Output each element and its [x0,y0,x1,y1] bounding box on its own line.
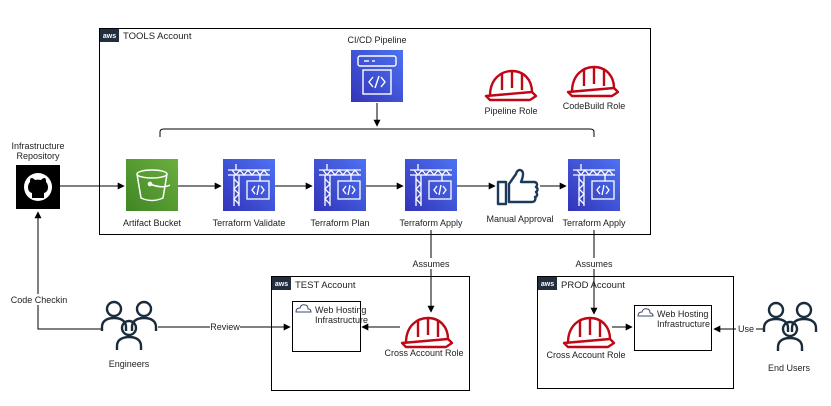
test-cross-account-role-node: Cross Account Role [384,316,464,358]
github-icon [16,165,60,209]
prod-account-frame: aws PROD Account [537,276,734,389]
thumbs-up-icon [496,168,539,206]
prod-web-hosting-line1: Web Hosting [657,309,708,319]
use-edge: Use [713,324,763,334]
cicd-pipeline-node: CI/CD Pipeline [347,35,407,102]
repository-label-line2: Repository [16,151,60,161]
test-account-frame: aws TEST Account [271,276,470,391]
helmet-icon [562,316,616,349]
aws-logo-icon: aws [538,277,557,290]
assumes-test-label: Assumes [412,259,450,269]
review-edge: Review [158,322,291,332]
helmet-icon [484,69,538,102]
terraform-validate-label: Terraform Validate [213,218,286,228]
use-label: Use [738,324,754,334]
repository-node: Infrastructure Repository [11,141,65,209]
terraform-crane-icon [313,158,367,212]
tools-account-title: TOOLS Account [123,31,192,42]
code-checkin-label: Code Checkin [11,295,68,305]
terraform-apply-prod-label: Terraform Apply [562,218,626,228]
prod-account-title: PROD Account [561,280,625,291]
cloud-icon [295,304,312,313]
svg-text:aws: aws [275,281,288,288]
terraform-plan-label: Terraform Plan [310,218,369,228]
prod-cross-account-role-label: Cross Account Role [546,350,625,360]
codebuild-role-node: CodeBuild Role [563,65,626,111]
assumes-prod-label: Assumes [575,259,613,269]
helmet-icon [566,65,620,98]
test-cross-account-role-label: Cross Account Role [384,348,463,358]
test-account-title: TEST Account [295,280,356,291]
s3-bucket-icon [126,159,178,211]
pipeline-brace [159,103,595,137]
tools-account-frame: aws TOOLS Account [99,28,651,235]
review-label: Review [210,322,240,332]
terraform-apply-prod-node: Terraform Apply [562,158,626,228]
prod-web-hosting-line2: Infrastructure [657,319,710,329]
users-group-icon [762,301,818,353]
terraform-crane-icon [404,158,458,212]
assumes-test-edge: Assumes [411,230,451,313]
prod-web-hosting-node: Web Hosting Infrastructure [634,305,712,351]
cloud-icon [637,308,654,317]
terraform-plan-node: Terraform Plan [310,158,370,228]
prod-cross-account-role-node: Cross Account Role [546,316,626,360]
terraform-crane-icon [222,158,276,212]
codepipeline-icon [351,50,403,102]
aws-logo-icon: aws [272,277,291,290]
end-users-label: End Users [768,363,811,373]
users-group-icon [100,300,158,352]
pipeline-role-label: Pipeline Role [484,106,537,116]
repository-label-line1: Infrastructure [11,141,64,151]
terraform-apply-test-node: Terraform Apply [399,158,463,228]
cicd-pipeline-label: CI/CD Pipeline [347,35,406,45]
codebuild-role-label: CodeBuild Role [563,101,626,111]
aws-logo-icon: aws [100,29,119,42]
engineers-node: Engineers [100,300,158,369]
terraform-crane-icon [567,158,621,212]
assumes-prod-edge: Assumes [574,230,614,315]
svg-text:aws: aws [103,33,116,40]
manual-approval-label: Manual Approval [486,214,553,224]
terraform-apply-test-label: Terraform Apply [399,218,463,228]
code-checkin-edge: Code Checkin [11,211,101,330]
manual-approval-node: Manual Approval [486,168,554,224]
test-web-hosting-node: Web Hosting Infrastructure [292,301,368,352]
terraform-validate-node: Terraform Validate [213,158,286,228]
test-web-hosting-line1: Web Hosting [315,305,366,315]
test-web-hosting-line2: Infrastructure [315,315,368,325]
pipeline-role-node: Pipeline Role [484,69,538,116]
artifact-bucket-node: Artifact Bucket [123,159,182,228]
helmet-icon [400,316,454,349]
end-users-node: End Users [762,301,818,373]
engineers-label: Engineers [109,359,150,369]
artifact-bucket-label: Artifact Bucket [123,218,182,228]
svg-text:aws: aws [541,281,554,288]
